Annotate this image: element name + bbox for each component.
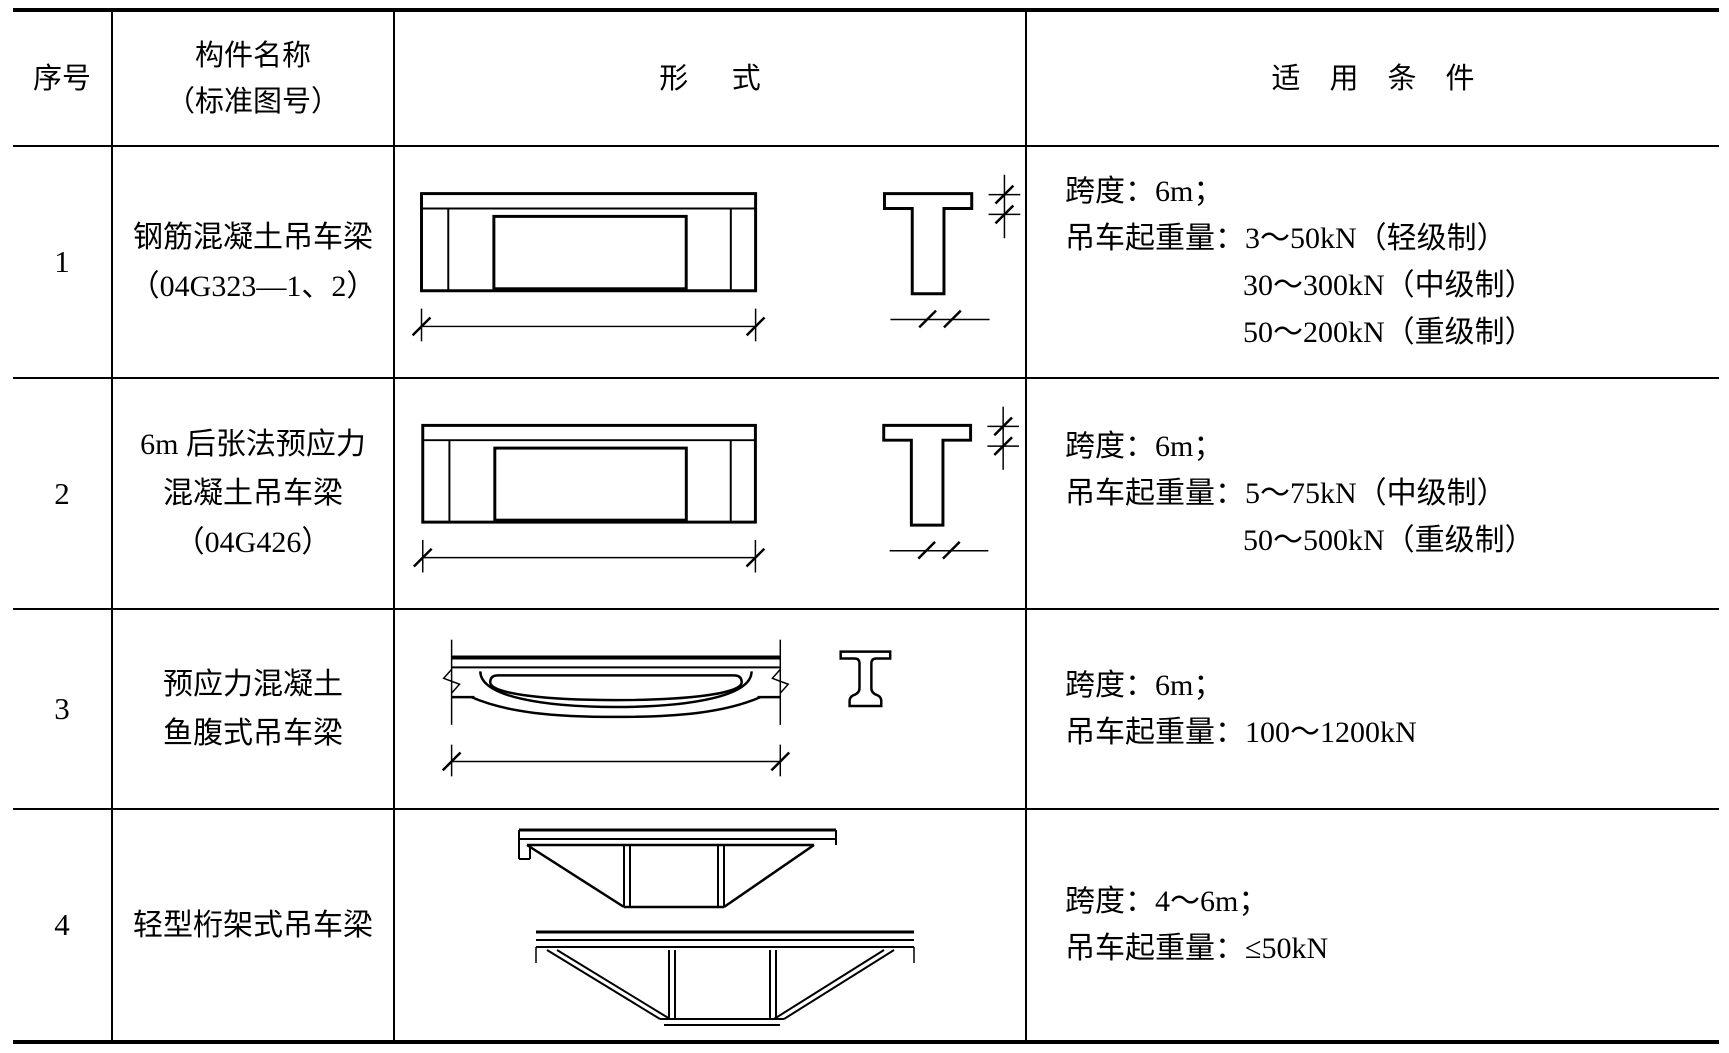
condition-line: 吊车起重量：≤50kN [1065,932,1329,965]
light-truss-crane-beam-drawing [518,828,915,1026]
header-name-line1: 构件名称 [194,39,311,72]
break-mark [442,668,461,694]
name-line: 钢筋混凝土吊车梁 [133,221,373,254]
fish-belly-beam-drawing [441,639,892,777]
name-line: 混凝土吊车梁 [163,477,343,510]
row-3-name: 预应力混凝土 鱼腹式吊车梁 [113,610,395,810]
row-4-conditions: 跨度：4～6m； 吊车起重量：≤50kN [1027,810,1719,1040]
row-2-name: 6m 后张法预应力 混凝土吊车梁 （04G426） [113,379,395,610]
header-form-label: 形式 [659,62,805,95]
belly-inner-curve [479,671,753,709]
header-name-line2: （标准图号） [165,85,340,118]
header-form: 形式 [395,12,1027,147]
serial-number: 1 [54,244,70,279]
beam-recess-panel [492,214,688,291]
row-1-serial: 1 [13,147,113,379]
condition-line: 50～200kN（重级制） [1243,316,1535,349]
header-serial: 序号 [13,12,113,147]
condition-line: 30～300kN（中级制） [1243,269,1535,302]
row-2-form [395,379,1027,610]
beam-elevation-and-t-section-drawing [411,174,1021,342]
condition-line: 吊车起重量：100～1200kN [1065,716,1417,749]
condition-line: 跨度：4～6m； [1065,885,1269,918]
row-4-serial: 4 [13,810,113,1040]
serial-number: 2 [54,475,70,511]
row-3-conditions: 跨度：6m； 吊车起重量：100～1200kN [1027,610,1719,810]
name-line: 轻型桁架式吊车梁 [133,908,373,942]
belly-panel [488,674,743,702]
condition-line: 吊车起重量：3～50kN（轻级制） [1065,222,1507,255]
header-conditions: 适用条件 [1027,12,1719,147]
condition-line: 跨度：6m； [1065,430,1224,463]
header-conditions-label: 适用条件 [1271,62,1504,95]
name-line: （04G426） [174,526,332,559]
condition-line: 吊车起重量：5～75kN（中级制） [1065,477,1507,510]
row-4-form [395,810,1027,1040]
i-section-outline [839,650,892,708]
condition-line: 跨度：6m； [1065,669,1224,702]
t-section-outline [882,192,974,296]
crane-beam-table: 序号 构件名称 （标准图号） 形式 适用条件 1 钢筋混凝土吊车梁 （04G32… [13,8,1719,1044]
condition-line: 50～500kN（重级制） [1243,524,1535,557]
name-line: （04G323—1、2） [129,270,377,303]
beam-outline [420,192,758,293]
serial-number: 3 [54,691,70,726]
row-1-conditions: 跨度：6m； 吊车起重量：3～50kN（轻级制） 30～300kN（中级制） 5… [1027,147,1719,379]
row-1-name: 钢筋混凝土吊车梁 （04G323—1、2） [113,147,395,379]
header-name: 构件名称 （标准图号） [113,12,395,147]
name-line: 预应力混凝土 [163,668,343,701]
serial-number: 4 [54,907,70,942]
row-1-form [395,147,1027,379]
belly-outer-curve [470,695,761,719]
break-mark [771,668,790,694]
name-line: 鱼腹式吊车梁 [163,717,343,750]
row-3-serial: 3 [13,610,113,810]
row-4-name: 轻型桁架式吊车梁 [113,810,395,1040]
beam-elevation-and-t-section-drawing [412,405,1021,574]
row-2-conditions: 跨度：6m； 吊车起重量：5～75kN（中级制） 50～500kN（重级制） [1027,379,1719,610]
header-serial-label: 序号 [32,62,91,95]
row-2-serial: 2 [13,379,113,610]
name-line: 6m 后张法预应力 [140,428,366,461]
condition-line: 跨度：6m； [1065,175,1224,208]
row-3-form [395,610,1027,810]
